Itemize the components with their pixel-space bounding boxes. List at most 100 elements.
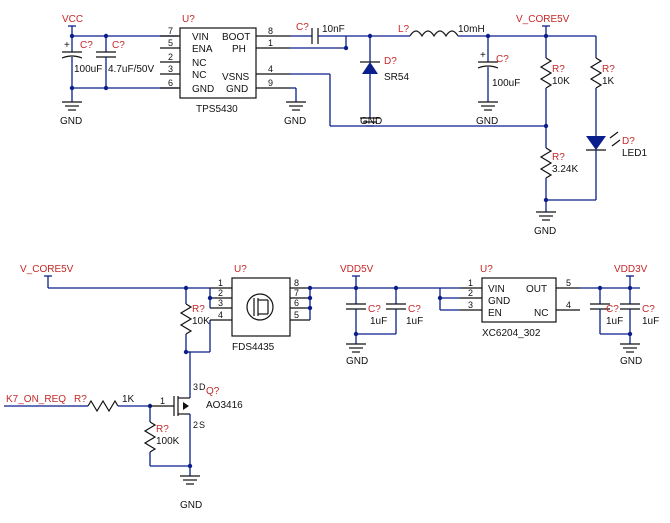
- svg-text:3: 3: [193, 382, 198, 392]
- svg-text:1uF: 1uF: [406, 316, 423, 327]
- resistor-r2: R? 1K: [589, 36, 615, 136]
- capacitor-c8: C? 1uF: [620, 288, 659, 334]
- input-capacitor-1: + C? 100uF: [61, 36, 102, 88]
- svg-text:1: 1: [218, 278, 223, 288]
- svg-text:3: 3: [168, 64, 173, 74]
- svg-text:GND: GND: [534, 226, 556, 237]
- svg-text:R?: R?: [552, 152, 565, 163]
- svg-text:3: 3: [468, 300, 473, 310]
- cin1-value: 100uF: [74, 64, 102, 75]
- net-label-vdd5v: VDD5V: [340, 264, 374, 275]
- u1-pin-gnd2: GND: [226, 84, 248, 95]
- gnd-symbol-u1: GND: [284, 101, 306, 127]
- svg-text:GND: GND: [360, 116, 382, 127]
- svg-text:8: 8: [268, 26, 273, 36]
- svg-text:SR54: SR54: [384, 72, 409, 83]
- u1-pin-vsns: VSNS: [222, 72, 250, 83]
- svg-text:100K: 100K: [156, 436, 180, 447]
- svg-text:7: 7: [294, 288, 299, 298]
- gnd-symbol-c5: GND: [346, 343, 368, 367]
- svg-text:XC6204_302: XC6204_302: [482, 328, 541, 339]
- svg-text:AO3416: AO3416: [206, 400, 243, 411]
- svg-text:5: 5: [168, 38, 173, 48]
- svg-text:4: 4: [566, 300, 571, 310]
- u2-fds4435: U? 1 2 3 4 8 7 6 5 FDS4435: [210, 264, 310, 353]
- svg-text:C?: C?: [606, 304, 619, 315]
- svg-text:GND: GND: [620, 356, 642, 367]
- capacitor-c7: C? 1uF: [590, 288, 623, 334]
- resistor-r3: R? 3.24K: [539, 126, 578, 212]
- svg-text:U?: U?: [234, 264, 247, 275]
- svg-text:OUT: OUT: [526, 284, 547, 295]
- u1-pin-vin: VIN: [192, 32, 209, 43]
- svg-text:2: 2: [193, 420, 198, 430]
- svg-text:4: 4: [218, 310, 223, 320]
- capacitor-c5: C? 1uF: [346, 288, 387, 334]
- gnd-symbol-cout: GND: [476, 101, 498, 127]
- net-label-vcore5v-top: V_CORE5V: [516, 14, 570, 25]
- svg-text:5: 5: [566, 278, 571, 288]
- net-label-vcc: VCC: [62, 14, 83, 25]
- svg-text:S: S: [199, 420, 205, 430]
- svg-text:10mH: 10mH: [458, 24, 485, 35]
- output-capacitor: + C? 100uF: [477, 36, 520, 102]
- svg-text:C?: C?: [296, 22, 309, 33]
- svg-text:C?: C?: [368, 304, 381, 315]
- svg-text:VIN: VIN: [488, 284, 505, 295]
- u1-pin-nc2: NC: [192, 70, 206, 81]
- svg-text:2: 2: [218, 288, 223, 298]
- svg-text:1uF: 1uF: [606, 316, 623, 327]
- gnd-symbol-top-left: GND: [60, 101, 82, 127]
- svg-text:D?: D?: [622, 136, 635, 147]
- u1-pin-nc1: NC: [192, 58, 206, 69]
- svg-text:GND: GND: [346, 356, 368, 367]
- svg-text:NC: NC: [534, 308, 548, 319]
- u1-pin-gnd: GND: [192, 84, 214, 95]
- svg-text:100uF: 100uF: [492, 78, 520, 89]
- schottky-diode-d1: D? SR54: [360, 36, 409, 118]
- resistor-r4: R? 10K: [179, 288, 210, 352]
- cin2-value: 4.7uF/50V: [108, 64, 154, 75]
- resistor-r1: R? 10K: [539, 36, 570, 126]
- svg-text:GND: GND: [284, 116, 306, 127]
- svg-text:C?: C?: [642, 304, 655, 315]
- svg-text:D?: D?: [384, 56, 397, 67]
- u1-tps5430: U? VIN ENA NC NC GND BOOT PH VSNS GND 7 …: [160, 14, 290, 115]
- svg-text:R?: R?: [552, 64, 565, 75]
- svg-text:8: 8: [294, 278, 299, 288]
- input-capacitor-2: C? 4.7uF/50V: [96, 36, 154, 88]
- svg-text:7: 7: [168, 26, 173, 36]
- net-label-vcore5v-bottom: V_CORE5V: [20, 264, 74, 275]
- svg-text:EN: EN: [488, 308, 502, 319]
- resistor-r5: R? 1K: [74, 394, 150, 413]
- gnd-symbol-top-right: GND: [534, 211, 556, 237]
- cin1-ref: C?: [80, 40, 93, 51]
- svg-text:10nF: 10nF: [322, 24, 345, 35]
- svg-text:6: 6: [168, 78, 173, 88]
- capacitor-c6: C? 1uF: [386, 288, 423, 334]
- svg-text:1uF: 1uF: [642, 316, 659, 327]
- u1-part: TPS5430: [196, 104, 238, 115]
- resistor-r6: R? 100K: [143, 406, 180, 466]
- svg-text:LED1: LED1: [622, 148, 647, 159]
- u1-ref: U?: [182, 14, 195, 25]
- svg-text:1: 1: [468, 278, 473, 288]
- svg-text:4: 4: [268, 64, 273, 74]
- svg-text:5: 5: [294, 310, 299, 320]
- gnd-label: GND: [60, 116, 82, 127]
- svg-text:+: +: [64, 40, 70, 51]
- svg-text:Q?: Q?: [206, 386, 220, 397]
- net-label-k7-on-req: K7_ON_REQ: [6, 394, 66, 405]
- net-label-vdd3v: VDD3V: [614, 264, 648, 275]
- inductor-l1: L? 10mH: [398, 24, 485, 38]
- u1-pin-boot: BOOT: [222, 32, 250, 43]
- svg-text:U?: U?: [480, 264, 493, 275]
- svg-text:GND: GND: [180, 500, 202, 511]
- u3-xc6204: U? 1 2 3 VIN GND EN OUT NC 5 4 XC6204_30…: [460, 264, 580, 339]
- u1-pin-ena: ENA: [192, 44, 213, 55]
- svg-text:C?: C?: [408, 304, 421, 315]
- gnd-symbol-q1: GND: [180, 475, 202, 511]
- svg-text:D: D: [199, 382, 206, 392]
- svg-text:10K: 10K: [192, 316, 210, 327]
